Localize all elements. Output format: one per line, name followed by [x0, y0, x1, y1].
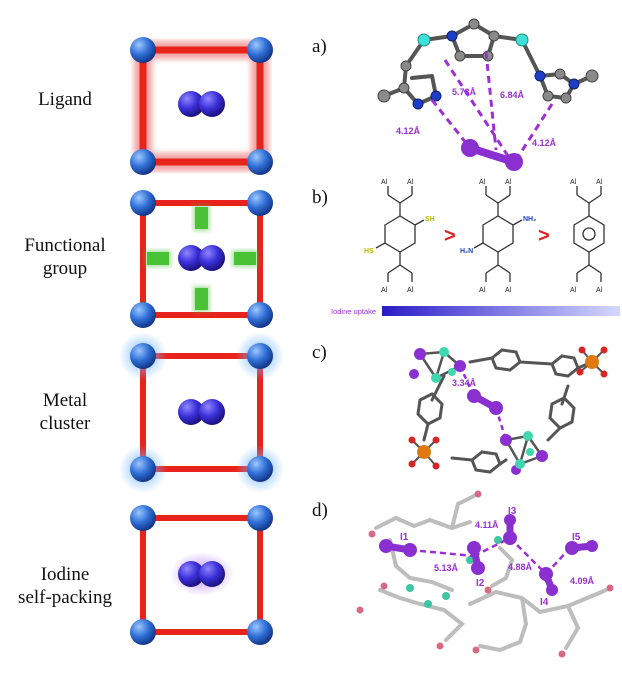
iodine-molecule	[178, 245, 204, 271]
frame-node	[130, 190, 156, 216]
row-label-ligand: Ligand	[0, 88, 130, 111]
panel-b-alkyl: Al	[596, 287, 603, 294]
row-label-metal-cluster: Metal cluster	[0, 389, 130, 435]
frame-node	[247, 149, 273, 175]
panel-d-distance: 5.13Å	[434, 563, 459, 573]
metal-label-line1: Metal	[42, 390, 88, 411]
ligand-label: Ligand	[38, 89, 92, 110]
panel-b-thiol: SH	[425, 216, 435, 223]
frame-node	[247, 190, 273, 216]
iodine-molecule	[178, 399, 204, 425]
frame-node	[247, 456, 273, 482]
panel-a-distance: 4.12Å	[396, 126, 421, 136]
iodine-uptake-label: Iodine uptake	[331, 307, 376, 316]
panel-b-amine: H₂N	[460, 248, 473, 255]
panel-b-alkyl: Al	[596, 179, 603, 186]
panel-d-atom: I5	[572, 532, 581, 543]
iodine-label-line2: self-packing	[18, 587, 112, 608]
frame-node	[247, 37, 273, 63]
panel-b-alkyl: Al	[570, 287, 577, 294]
panel-d-atom: I2	[476, 578, 485, 589]
frame-node	[130, 619, 156, 645]
row-label-functional-group: Functional group	[0, 234, 130, 280]
frame-node	[247, 302, 273, 328]
panel-a-distance: 5.73Å	[452, 87, 477, 97]
iodine-label-line1: Iodine	[40, 564, 90, 585]
frame-node	[247, 343, 273, 369]
row-label-iodine-self-packing: Iodine self-packing	[0, 563, 130, 609]
panel-d-atom: I1	[400, 532, 409, 543]
metal-label-line2: cluster	[39, 413, 91, 434]
frame-iodine-self-packing	[130, 505, 273, 645]
panel-d-atom: I3	[508, 506, 517, 517]
panel-b-thiol: HS	[364, 248, 374, 255]
panel-b-alkyl: Al	[407, 179, 414, 186]
frame-node	[130, 505, 156, 531]
frame-node	[130, 302, 156, 328]
panel-letter-d: d)	[312, 500, 328, 521]
panel-c-distance: 3.34Å	[452, 378, 477, 388]
panel-d-distance: 4.09Å	[570, 576, 595, 586]
iodine-molecule	[178, 91, 204, 117]
frame-node	[247, 505, 273, 531]
panel-b-amine: NH₂	[523, 216, 536, 223]
frame-node	[130, 149, 156, 175]
frame-functional-group	[130, 190, 273, 328]
panel-d-atom: I4	[540, 597, 549, 608]
panel-d-distance: 4.88Å	[508, 562, 533, 572]
panel-b-alkyl: Al	[505, 179, 512, 186]
panel-b-greater-than: >	[444, 225, 456, 247]
iodine-molecule	[199, 561, 225, 587]
panel-letter-a: a)	[312, 36, 327, 57]
frame-node	[247, 619, 273, 645]
panel-letter-c: c)	[312, 342, 327, 363]
iodine-molecule	[178, 561, 204, 587]
functional-label-line2: group	[42, 258, 88, 279]
panel-b-alkyl: Al	[570, 179, 577, 186]
panel-b-alkyl: Al	[381, 179, 388, 186]
iodine-uptake-bar	[382, 306, 620, 316]
panel-a-distance: 4.12Å	[532, 138, 557, 148]
panel-letter-b: b)	[312, 187, 328, 208]
panel-b-alkyl: Al	[505, 287, 512, 294]
frame-node	[130, 37, 156, 63]
frame-node	[130, 456, 156, 482]
panel-b-alkyl: Al	[479, 287, 486, 294]
panel-b-alkyl: Al	[381, 287, 388, 294]
iodine-molecule	[199, 91, 225, 117]
panel-d-distance: 4.11Å	[475, 520, 499, 530]
panel-b-alkyl: Al	[479, 179, 486, 186]
iodine-molecule	[199, 399, 225, 425]
frame-ligand	[130, 37, 273, 175]
panel-b-greater-than: >	[538, 225, 550, 247]
functional-label-line1: Functional	[24, 235, 106, 256]
iodine-molecule	[199, 245, 225, 271]
panel-b-alkyl: Al	[407, 287, 414, 294]
panel-a-distance: 6.84Å	[500, 90, 525, 100]
frame-metal-cluster	[119, 332, 284, 493]
frame-node	[130, 343, 156, 369]
